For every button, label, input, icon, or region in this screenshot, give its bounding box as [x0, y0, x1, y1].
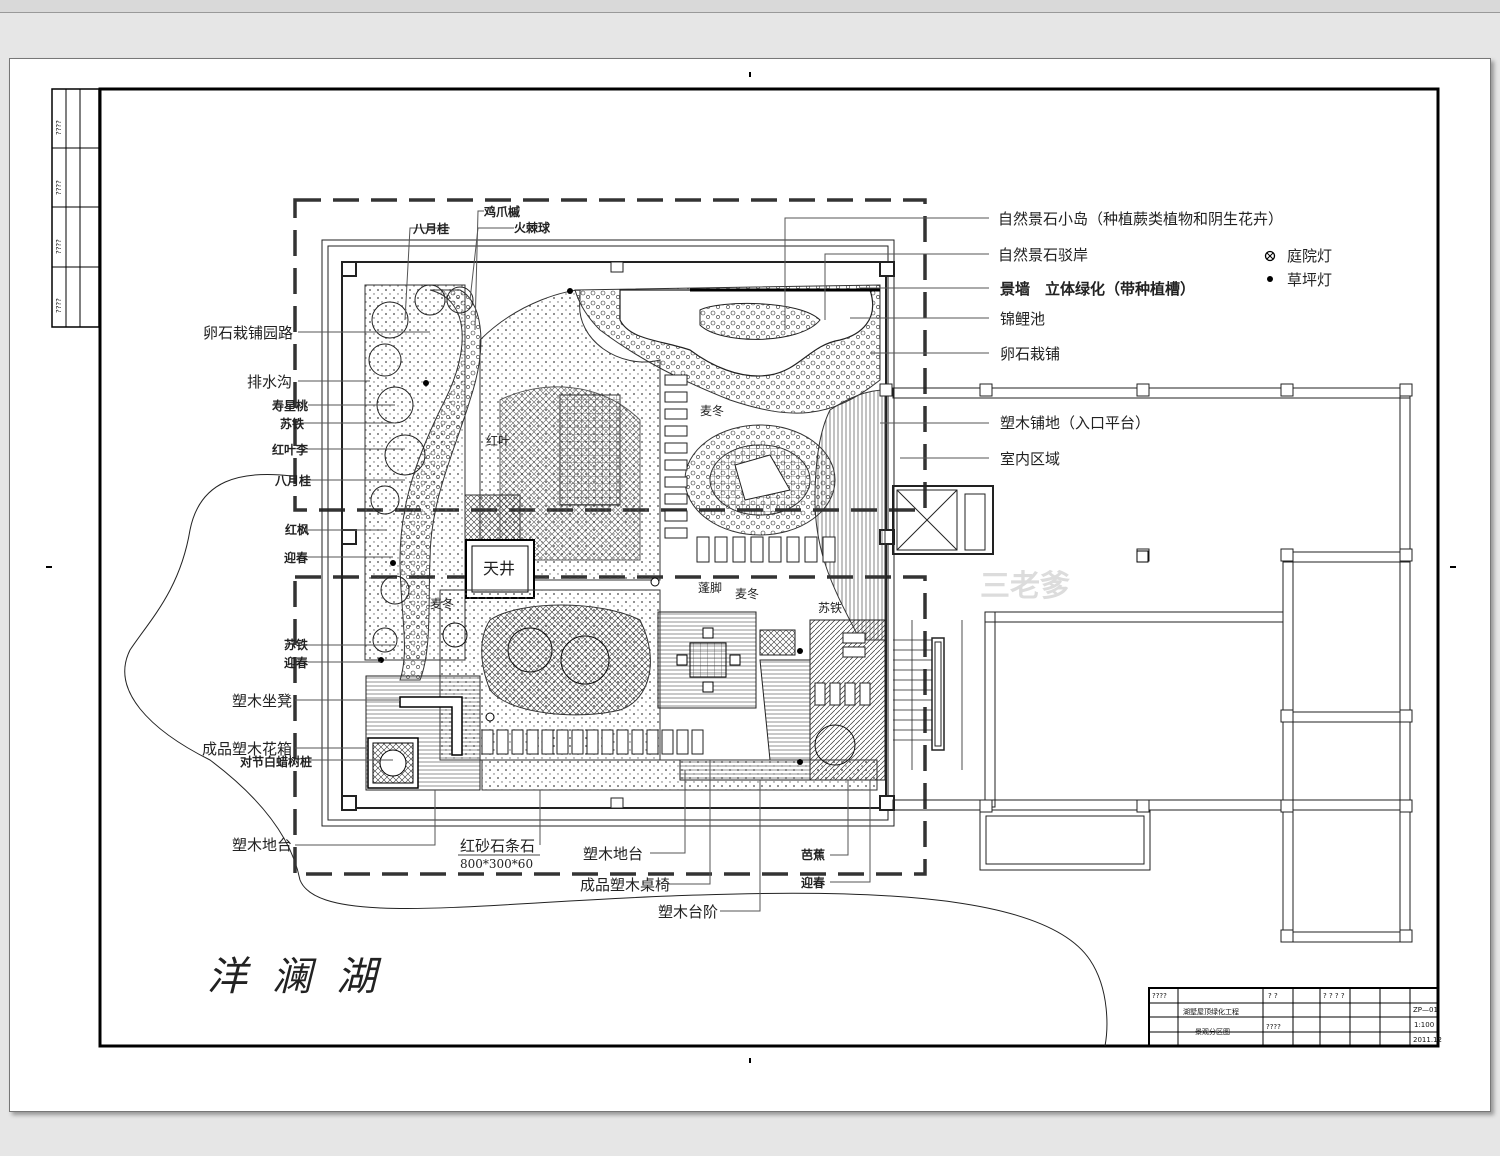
central-garden: [464, 289, 661, 581]
title-block-code: ZP—01: [1413, 1006, 1438, 1014]
lake-shoreline: [124, 473, 1108, 1047]
inner-label-maidong-2: 麦冬: [735, 586, 759, 601]
stone-strips-bottom: [481, 729, 704, 755]
drawing-sheet: [9, 58, 1491, 1112]
stepping-stones-vertical: [664, 374, 688, 539]
legend-symbols: [1264, 250, 1276, 282]
title-block-mark-2: ????: [1266, 1023, 1281, 1031]
drawing-frame: [98, 87, 1440, 1048]
side-strip-text-2: ????: [55, 180, 63, 195]
inner-label-sutie-3: 苏铁: [818, 601, 842, 615]
title-block-drawing: 景观分区图: [1195, 1027, 1230, 1036]
label-luanshi-path: 卵石栽铺园路: [203, 324, 293, 342]
title-block-scale: 1:100: [1414, 1021, 1434, 1029]
label-sutie-2: 苏铁: [284, 637, 308, 652]
top-strip: [0, 0, 1500, 13]
title-block-mark-1: ????: [1152, 992, 1167, 1000]
lower-garden: [439, 589, 661, 761]
title-block-mark-4: ? ? ? ?: [1323, 992, 1345, 1000]
label-chengpin-zhuoyi: 成品塑木桌椅: [580, 876, 670, 894]
label-jingqiang: 景墙 立体绿化（带种植槽）: [1000, 280, 1195, 298]
label-luanshi-zaipu: 卵石栽铺: [1000, 345, 1060, 363]
watermark: 三老爹: [980, 569, 1070, 604]
courtyard-box: [465, 539, 535, 599]
label-bagui-2: 八月桂: [274, 473, 311, 488]
inner-label-maidong-3: 麦冬: [700, 403, 724, 418]
side-strip-text-3: ????: [55, 239, 63, 254]
label-yingchun-1: 迎春: [284, 550, 309, 565]
label-jinlichi: 锦鲤池: [1000, 310, 1045, 328]
label-duijie-bala: 对节白蜡树桩: [240, 754, 312, 769]
leader-lines: [295, 210, 989, 912]
label-sumu-ditai-2: 塑木地台: [583, 845, 643, 863]
label-hongshashi-size: 800*300*60: [460, 857, 533, 871]
label-hongfeng: 红枫: [285, 522, 309, 537]
label-huojiqiu: 火棘球: [514, 220, 551, 235]
side-strip-text-1: ????: [55, 120, 63, 135]
entrance-platform: [814, 389, 886, 641]
lower-planting-strip: [481, 759, 878, 791]
legend-caopingdeng: 草坪灯: [1287, 271, 1332, 289]
border-ticks: [46, 72, 1456, 1063]
building-structure: [879, 383, 1413, 943]
koi-pond: [619, 288, 880, 377]
label-bajiao: 芭蕉: [801, 847, 825, 862]
label-sumu-pudi: 塑木铺地（入口平台）: [1000, 414, 1150, 432]
stair-core: [892, 485, 994, 770]
label-sumu-zuodeng: 塑木坐凳: [232, 692, 292, 710]
roof-outline: [321, 239, 895, 827]
label-paishuigou: 排水沟: [247, 373, 292, 391]
title-block: [1148, 987, 1439, 1047]
label-ziran-xiaodao: 自然景石小岛（种植蕨类植物和阴生花卉）: [998, 210, 1283, 228]
label-bagui-1: 八月桂: [412, 221, 449, 236]
timber-bench-area: [365, 675, 481, 791]
label-sutie-1: 苏铁: [280, 416, 304, 431]
label-sumu-ditai-1: 塑木地台: [232, 836, 292, 854]
label-yingchun-2: 迎春: [284, 655, 309, 670]
label-jizhua: 鸡爪槭: [483, 204, 520, 219]
label-ziran-boan: 自然景石驳岸: [998, 246, 1088, 264]
label-shinei: 室内区域: [1000, 450, 1060, 468]
title-block-mark-3: ? ?: [1268, 992, 1278, 1000]
title-block-date: 2011.12: [1413, 1036, 1442, 1044]
label-chengpin-huaxiang: 成品塑木花箱: [202, 740, 292, 758]
side-strip-text-4: ????: [55, 298, 63, 313]
legend-tingyuandeng: 庭院灯: [1287, 247, 1332, 265]
courtyard-label: 天井: [483, 559, 515, 578]
title-block-project: 湖墅屋顶绿化工程: [1183, 1007, 1239, 1016]
label-hongshashi: 红砂石条石: [460, 837, 535, 855]
timber-deck-with-table: [657, 611, 796, 709]
side-strip: [51, 88, 100, 328]
lawn-lamp-symbol: [1267, 276, 1273, 282]
inner-label-maidong-1: 麦冬: [430, 596, 454, 611]
circular-garden: [684, 424, 836, 536]
stepping-stones-horizontal-top: [696, 536, 836, 563]
inner-label-pengjiao: 蓬脚: [698, 580, 722, 595]
label-yingchun-3: 迎春: [801, 875, 826, 890]
inner-label-hongye: 红叶: [486, 433, 510, 448]
lake-name: 洋 澜 湖: [207, 954, 382, 1000]
label-sumu-taijie: 塑木台阶: [658, 903, 718, 921]
label-hongyeli: 红叶李: [272, 442, 309, 457]
label-shouxingtao: 寿星桃: [272, 398, 308, 413]
